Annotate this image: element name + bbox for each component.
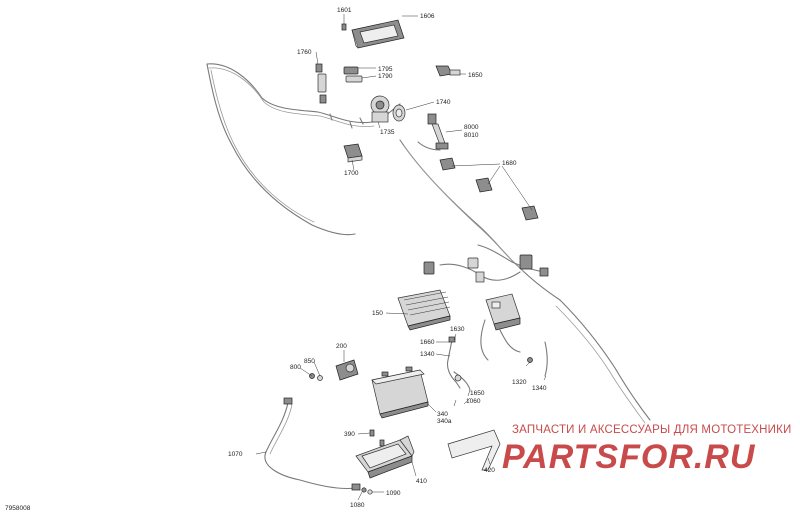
- callout-410: 410: [416, 478, 427, 485]
- callout-200: 200: [336, 343, 347, 350]
- fuse-box-part: [485, 293, 521, 331]
- harness-connectors-mid: [423, 254, 549, 283]
- ground-wire-1630-part: [446, 336, 461, 389]
- relay-1680-part-c: [521, 205, 539, 221]
- callout-1650: 1650: [468, 72, 483, 79]
- callout-390: 390: [344, 431, 355, 438]
- starter-solenoid-part: [335, 359, 359, 381]
- battery-340-part: [371, 366, 429, 419]
- callout-1080: 1080: [350, 502, 365, 509]
- ignition-coil-part: [417, 113, 449, 151]
- nut-800-part: [309, 373, 323, 381]
- callout-1060-mid: 1060: [466, 398, 481, 405]
- leader-lines: [255, 14, 547, 501]
- ignition-switch-part: [370, 95, 390, 123]
- callout-1680: 1680: [502, 160, 517, 167]
- relay-1680-part-b: [475, 177, 493, 193]
- callout-1601: 1601: [337, 7, 352, 14]
- sensor-1650-part: [435, 65, 461, 77]
- callout-340: 340: [437, 411, 448, 418]
- watermark-logo: PARTSFOR.RU: [502, 438, 756, 476]
- callout-8000: 8000: [464, 124, 479, 131]
- ground-cable-1320-part: [527, 341, 548, 377]
- regulator-1700-part: [343, 143, 363, 163]
- callout-1340: 1340: [420, 351, 435, 358]
- watermark-tagline: ЗАПЧАСТИ И АКСЕССУАРЫ ДЛЯ МОТОТЕХНИКИ: [512, 424, 792, 436]
- display-gauge-part: [351, 19, 405, 49]
- callout-1760: 1760: [297, 49, 312, 56]
- battery-strap-420-part: [447, 429, 501, 471]
- callout-1650b: 1650: [470, 390, 485, 397]
- starter-cable-1070-part: [264, 397, 361, 491]
- callout-1340b: 1340: [532, 385, 547, 392]
- callout-340a: 340a: [437, 418, 452, 425]
- callout-1630: 1630: [450, 326, 465, 333]
- callout-1090: 1090: [386, 490, 401, 497]
- drawing-reference-code: 7958008: [5, 505, 31, 512]
- ecu-150-part: [397, 289, 451, 331]
- callout-1735: 1735: [380, 129, 395, 136]
- main-harness: [206, 63, 651, 424]
- callout-1606: 1606: [420, 13, 435, 20]
- callout-8010: 8010: [464, 132, 479, 139]
- grommet-part: [392, 104, 406, 122]
- callout-420: 420: [484, 467, 495, 474]
- battery-tray-410-part: [355, 435, 415, 479]
- callout-1795: 1795: [378, 66, 393, 73]
- relay-part: [315, 63, 327, 104]
- callout-1070: 1070: [228, 451, 243, 458]
- callout-1700: 1700: [344, 170, 359, 177]
- gauge-screw-part: [341, 23, 347, 31]
- callout-1740: 1740: [436, 99, 451, 106]
- relay-1680-part-a: [439, 157, 456, 171]
- callout-1660: 1660: [420, 339, 435, 346]
- callout-labels: 1601 1606 1760 1795 1790 1650 1740 1735 …: [228, 7, 547, 509]
- callout-1320: 1320: [512, 379, 527, 386]
- watermark-logo-text: PARTSFOR.RU: [502, 438, 756, 476]
- callout-150: 150: [372, 310, 383, 317]
- callout-1790: 1790: [378, 73, 393, 80]
- connector-1795-part: [343, 66, 363, 83]
- battery-cable-part: [453, 371, 471, 391]
- callout-850: 850: [304, 358, 315, 365]
- nut-1080-part: [361, 487, 373, 495]
- bolt-390-part: [369, 429, 385, 447]
- callout-800: 800: [290, 364, 301, 371]
